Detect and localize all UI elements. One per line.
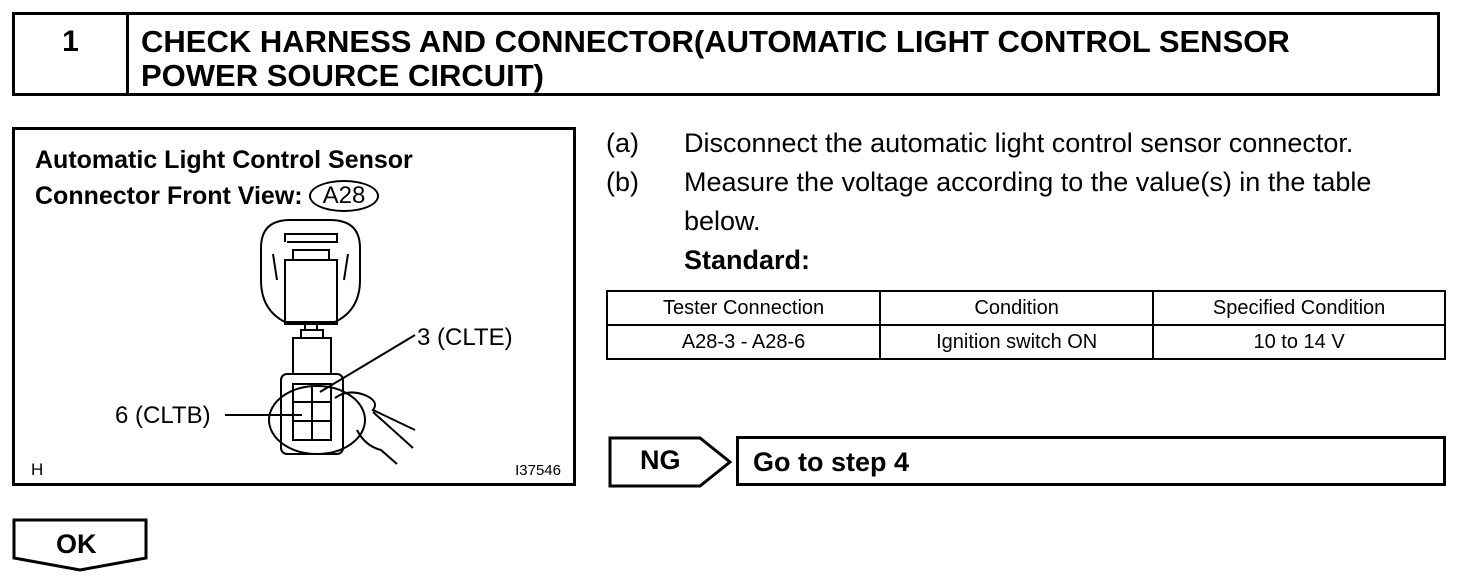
table-cell: 10 to 14 V [1152, 324, 1446, 360]
ok-label: OK [56, 529, 97, 559]
instruction-text: Disconnect the automatic light control s… [684, 128, 1354, 158]
step-header: 1 CHECK HARNESS AND CONNECTOR(AUTOMATIC … [12, 12, 1440, 96]
connector-circle [268, 385, 366, 455]
step-number: 1 [15, 15, 129, 93]
connector-plug-lower [292, 337, 332, 375]
instruction-text: Measure the voltage according to the val… [684, 167, 1372, 236]
table-cell: A28-3 - A28-6 [605, 324, 882, 360]
table-header: Specified Condition [1152, 290, 1446, 326]
figure-caption: Automatic Light Control Sensor Connector… [35, 142, 413, 214]
figure-caption-line2: Connector Front View: [35, 182, 303, 210]
pin-3-label: 3 (CLTE) [417, 324, 513, 351]
connector-latch [272, 233, 349, 281]
figure-code: I37546 [515, 462, 561, 479]
table-header-row: Tester Connection Condition Specified Co… [605, 290, 1446, 326]
connector-plug-upper [284, 259, 338, 325]
instruction-marker: (b) [606, 167, 639, 197]
ok-arrow-icon [12, 518, 148, 572]
table-row: A28-3 - A28-6 Ignition switch ON 10 to 1… [605, 324, 1446, 360]
instruction-item: (a) Disconnect the automatic light contr… [606, 124, 1450, 163]
instruction-item: (b) Measure the voltage according to the… [606, 163, 1450, 241]
standard-label: Standard: [684, 245, 811, 275]
table-header: Condition [879, 290, 1155, 326]
leader-line-pin3 [319, 334, 416, 393]
go-to-step-link[interactable]: Go to step 4 [736, 436, 1446, 486]
pin-6-label: 6 (CLTB) [115, 402, 211, 429]
connector-drawing: 3 (CLTE) 6 (CLTB) [115, 219, 513, 465]
step-title: CHECK HARNESS AND CONNECTOR(AUTOMATIC LI… [129, 15, 1437, 93]
connector-housing-upper [260, 219, 361, 323]
step-title-line1: CHECK HARNESS AND CONNECTOR(AUTOMATIC LI… [141, 24, 1290, 59]
figure-corner-letter: H [31, 460, 44, 479]
ng-label: NG [640, 445, 681, 475]
spec-table: Tester Connection Condition Specified Co… [605, 290, 1446, 360]
figure-caption-line1: Automatic Light Control Sensor [35, 146, 413, 174]
table-header: Tester Connection [605, 290, 882, 326]
connector-id-badge: A28 [308, 180, 380, 212]
ng-arrow-icon [608, 436, 733, 488]
step-title-line2: POWER SOURCE CIRCUIT) [141, 58, 544, 93]
instruction-list: (a) Disconnect the automatic light contr… [606, 124, 1450, 280]
table-cell: Ignition switch ON [879, 324, 1155, 360]
connector-illustration: Automatic Light Control Sensor Connector… [12, 127, 576, 486]
instruction-marker: (a) [606, 128, 639, 158]
hand-outline [334, 391, 416, 465]
